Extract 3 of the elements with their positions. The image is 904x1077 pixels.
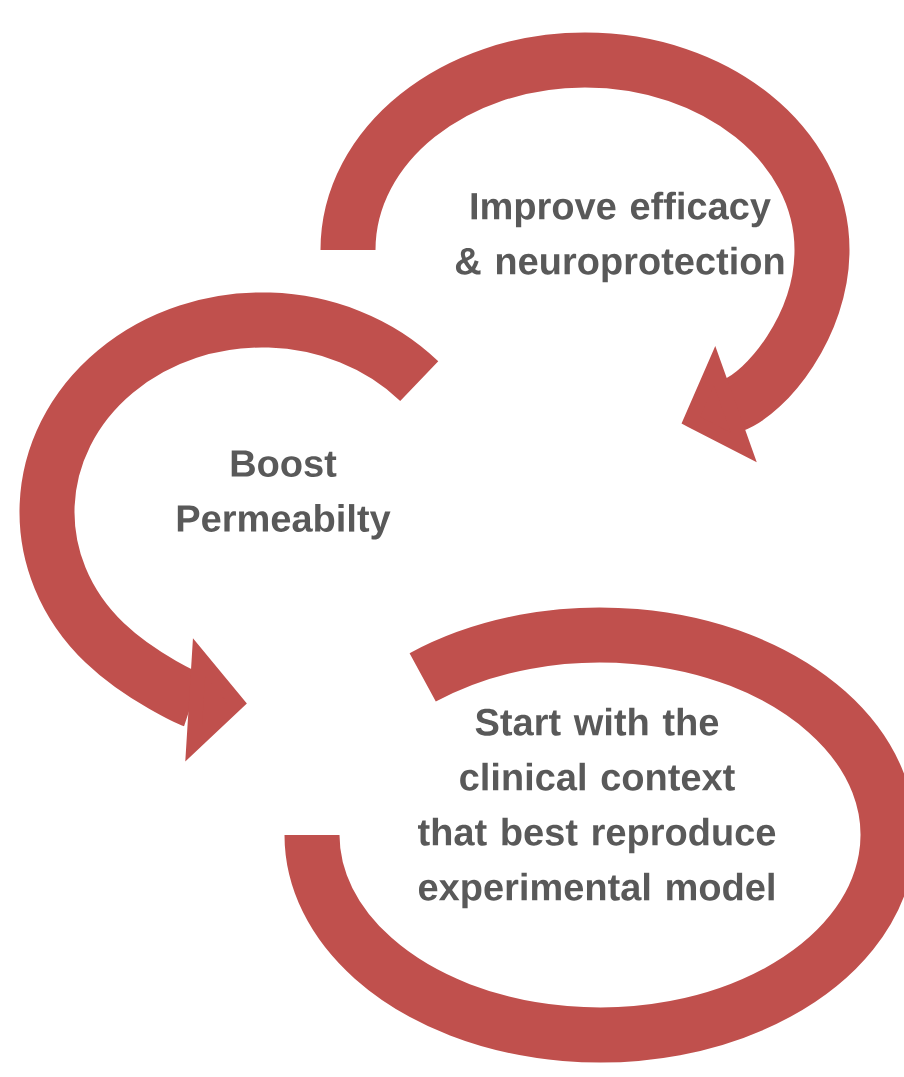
- step-text: Start with the clinical context that best reproduce experimental model: [418, 707, 776, 909]
- step-text: Boost Permeabilty: [177, 450, 391, 540]
- step-text: Improve efficacy & neuroprotection: [455, 191, 784, 283]
